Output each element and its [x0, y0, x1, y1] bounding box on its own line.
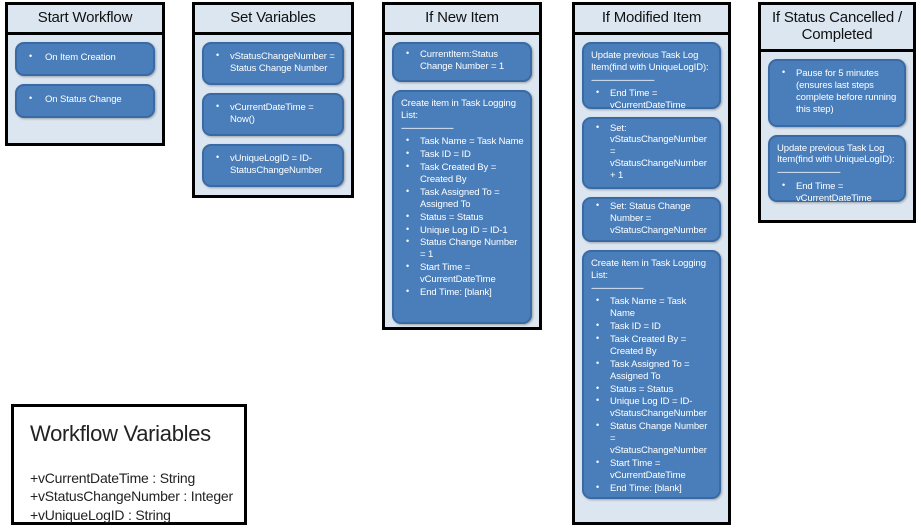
step-line: Status Change Number = 1: [400, 236, 524, 261]
step-update-previous-task-log-item[interactable]: Update previous Task Log Item(find with …: [582, 41, 721, 112]
step-heading: Create item in Task Logging List:: [591, 257, 706, 281]
step-line: Task Created By = Created By: [400, 161, 524, 186]
step-line: Task Name = Task Name: [590, 295, 713, 320]
step-line: End Time: [blank]: [400, 286, 524, 299]
step-set-vuniquelogid[interactable]: vUniqueLogID = ID-StatusChangeNumber: [202, 143, 344, 187]
panel-if-modified-item: If Modified Item Update previous Task Lo…: [572, 2, 731, 525]
step-set-vstatuschangenumber[interactable]: vStatusChangeNumber = Status Change Numb…: [202, 41, 344, 85]
step-line: Set: vStatusChangeNumber = vStatusChange…: [590, 122, 713, 182]
step-line: Task ID = ID: [590, 320, 713, 333]
step-line: Status = Status: [400, 211, 524, 224]
panel-start-workflow: Start Workflow On Item Creation On Statu…: [5, 2, 165, 146]
panel-body-if-modified-item: Update previous Task Log Item(find with …: [575, 35, 728, 506]
legend-variable-line: +vUniqueLogID : String: [30, 506, 171, 523]
legend-variable-line: +vCurrentDateTime : String: [30, 470, 196, 486]
panel-title-start-workflow: Start Workflow: [8, 5, 162, 35]
step-line: Start Time = vCurrentDateTime: [400, 261, 524, 286]
step-line: Set: Status Change Number = vStatusChang…: [590, 200, 713, 237]
step-divider: ------------------------: [401, 122, 454, 134]
step-line: Status Change Number = vStatusChangeNumb…: [590, 420, 713, 457]
step-line: Task Assigned To = Assigned To: [400, 186, 524, 211]
step-line: vStatusChangeNumber = Status Change Numb…: [210, 50, 336, 75]
step-line: On Item Creation: [23, 51, 116, 64]
panel-body-if-new-item: CurrentItem:Status Change Number = 1 Cre…: [385, 35, 539, 331]
step-line: Task ID = ID: [400, 148, 524, 161]
step-pause-for-5-minutes[interactable]: Pause for 5 minutes (ensures last steps …: [768, 58, 906, 127]
legend-title: Workflow Variables: [30, 421, 211, 446]
panel-title-if-status-cancelled-completed: If Status Cancelled / Completed: [761, 5, 913, 52]
panel-if-new-item: If New Item CurrentItem:Status Change Nu…: [382, 2, 542, 330]
step-line: vUniqueLogID = ID-StatusChangeNumber: [210, 152, 336, 177]
step-line: vCurrentDateTime = Now(): [210, 101, 336, 126]
step-line: Status = Status: [590, 383, 713, 396]
step-line: Unique Log ID = ID-vStatusChangeNumber: [590, 395, 713, 420]
workflow-variables-legend: Workflow Variables +vCurrentDateTime : S…: [11, 404, 247, 525]
step-set-vstatuschangenumber-increment[interactable]: Set: vStatusChangeNumber = vStatusChange…: [582, 116, 721, 189]
step-divider: ------------------------: [591, 282, 644, 294]
step-line: Unique Log ID = ID-1: [400, 224, 524, 237]
step-divider: -----------------------------: [777, 167, 841, 179]
step-set-status-change-number[interactable]: Set: Status Change Number = vStatusChang…: [582, 196, 721, 242]
step-on-item-creation[interactable]: On Item Creation: [15, 41, 155, 76]
legend-variable-line: +vStatusChangeNumber : Integer: [30, 488, 233, 505]
panel-title-set-variables: Set Variables: [195, 5, 351, 35]
step-line: CurrentItem:Status Change Number = 1: [400, 48, 524, 73]
step-set-vcurrentdatetime[interactable]: vCurrentDateTime = Now(): [202, 92, 344, 136]
step-heading: Create item in Task Logging List:: [401, 97, 516, 121]
panel-body-if-status-cancelled-completed: Pause for 5 minutes (ensures last steps …: [761, 52, 913, 209]
step-create-item-task-logging-list[interactable]: Create item in Task Logging List: ------…: [582, 249, 721, 499]
panel-body-start-workflow: On Item Creation On Status Change: [8, 35, 162, 125]
step-heading: Update previous Task Log Item(find with …: [777, 142, 895, 166]
step-line: End Time: [blank]: [590, 482, 713, 495]
panel-title-if-modified-item: If Modified Item: [575, 5, 728, 35]
step-line: Task Name = Task Name: [400, 135, 524, 148]
panel-body-set-variables: vStatusChangeNumber = Status Change Numb…: [195, 35, 351, 194]
step-line: Task Assigned To = Assigned To: [590, 358, 713, 383]
step-currentitem-status-change-number[interactable]: CurrentItem:Status Change Number = 1: [392, 41, 532, 82]
step-line: On Status Change: [23, 93, 122, 106]
step-line: Task Created By = Created By: [590, 333, 713, 358]
panel-title-if-new-item: If New Item: [385, 5, 539, 35]
step-on-status-change[interactable]: On Status Change: [15, 83, 155, 118]
step-line: Start Time = vCurrentDateTime: [590, 457, 713, 482]
step-heading: Update previous Task Log Item(find with …: [591, 49, 709, 73]
step-line: End Time = vCurrentDateTime: [590, 87, 713, 112]
step-create-item-task-logging-list[interactable]: Create item in Task Logging List: ------…: [392, 89, 532, 324]
panel-set-variables: Set Variables vStatusChangeNumber = Stat…: [192, 2, 354, 198]
step-line: End Time = vCurrentDateTime: [776, 180, 898, 205]
step-line: Pause for 5 minutes (ensures last steps …: [776, 67, 898, 116]
step-update-previous-task-log-item[interactable]: Update previous Task Log Item(find with …: [768, 134, 906, 205]
panel-if-status-cancelled-completed: If Status Cancelled / Completed Pause fo…: [758, 2, 916, 223]
step-divider: -----------------------------: [591, 74, 655, 86]
